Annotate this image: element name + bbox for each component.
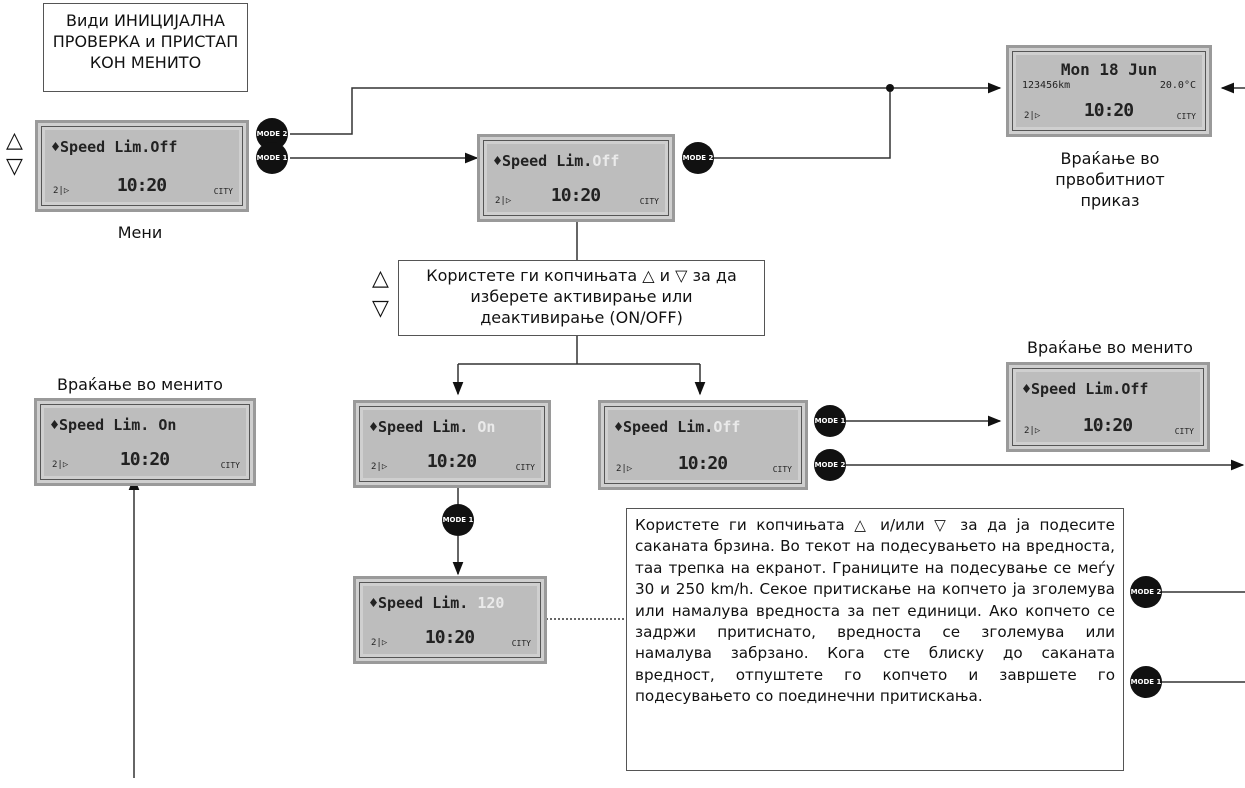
up-button-icon: △	[372, 266, 389, 291]
mode-2-button[interactable]: MODE 2	[814, 449, 846, 481]
mode-1-button[interactable]: MODE 1	[256, 142, 288, 174]
onoff-instruction-box: Користете ги копчињата △ и ▽ за да избер…	[398, 260, 765, 336]
menu-label: Мени	[117, 223, 163, 242]
mode-1-button[interactable]: MODE 1	[1130, 666, 1162, 698]
mode-2-button[interactable]: MODE 2	[682, 142, 714, 174]
return-menu-right-label: Враќање во менито	[1027, 338, 1193, 357]
mode-2-button[interactable]: MODE 2	[1130, 576, 1162, 608]
speed-instruction-text: Користете ги копчињата △ и/или ▽ за да ј…	[635, 516, 1115, 706]
return-menu-left-label: Враќање во менито	[57, 375, 223, 394]
mode-1-button[interactable]: MODE 1	[442, 504, 474, 536]
down-button-icon: ▽	[6, 154, 23, 179]
down-button-icon: ▽	[372, 296, 389, 321]
up-button-icon: △	[6, 128, 23, 153]
initial-check-text: Види ИНИЦИЈАЛНА ПРОВЕРКА и ПРИСТАП КОН М…	[52, 11, 239, 72]
onoff-instruction-text: Користете ги копчињата △ и ▽ за да избер…	[426, 266, 737, 327]
mode-1-button[interactable]: MODE 1	[814, 405, 846, 437]
return-original-label: Враќање во првобитниот приказ	[1055, 149, 1165, 210]
initial-check-box: Види ИНИЦИЈАЛНА ПРОВЕРКА и ПРИСТАП КОН М…	[43, 3, 248, 92]
speed-instruction-box: Користете ги копчињата △ и/или ▽ за да ј…	[626, 508, 1124, 771]
